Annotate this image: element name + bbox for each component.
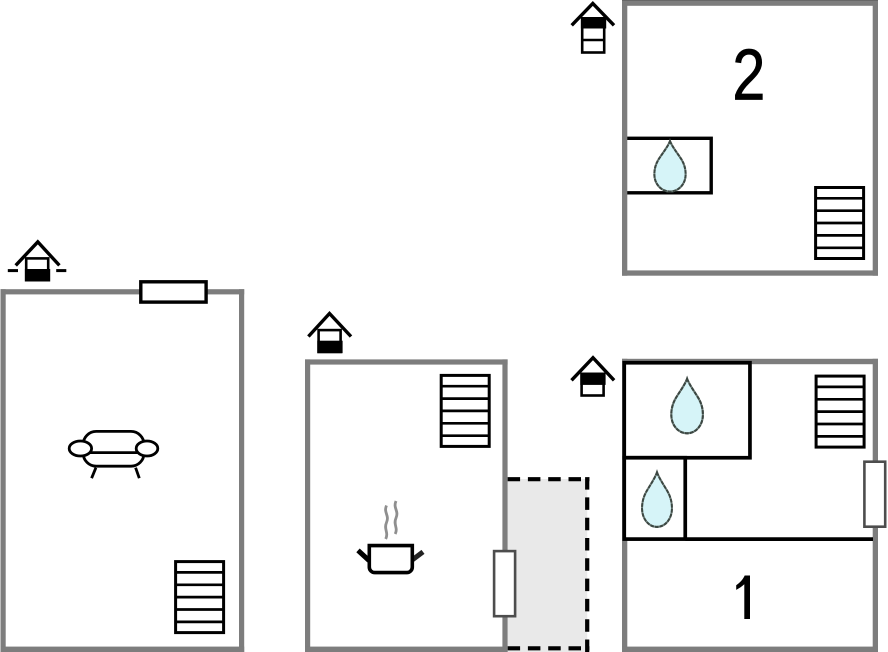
svg-text:2: 2 [732,35,765,116]
